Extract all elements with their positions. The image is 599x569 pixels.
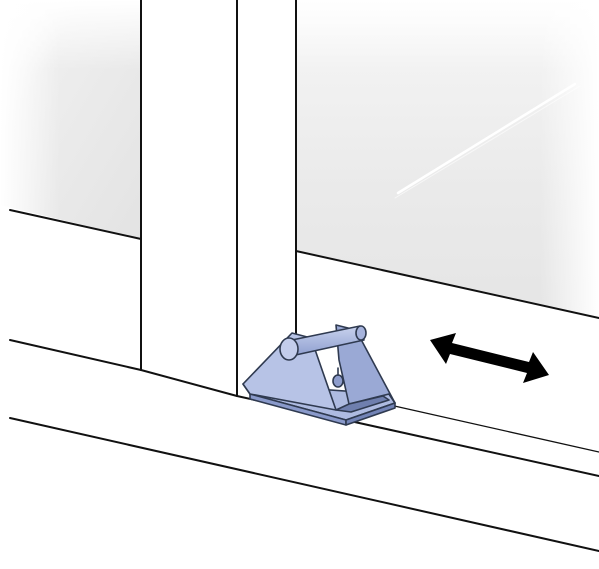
glass-panels [0, 0, 599, 330]
glass-right-fade [540, 0, 599, 330]
bracket-channel [335, 395, 390, 413]
left-pane-bottom-edge [9, 209, 142, 240]
vertical-stile-fill [141, 0, 296, 398]
right-glass-pane [296, 0, 599, 318]
sill-top-edge-left [9, 339, 142, 371]
stile-bottom-edge [140, 369, 238, 397]
bracket-pin-end-left [279, 337, 299, 361]
bracket-base-side [345, 402, 396, 426]
bracket-lower-bolt [332, 374, 344, 388]
glass-glint [396, 82, 577, 195]
door-stop-bracket [242, 324, 396, 426]
right-pane-bottom-edge [295, 250, 599, 319]
glass-top-fade [0, 0, 599, 70]
track-rear-line [389, 404, 599, 453]
door-frame [9, 0, 599, 552]
bracket-pin-end-right [355, 325, 367, 341]
double-headed-arrow-icon [430, 333, 549, 383]
glass-glint-soft [394, 85, 581, 199]
double-headed-arrow-shape [430, 333, 549, 383]
sill-front-edge [9, 417, 599, 552]
glass-left-fade [0, 0, 60, 240]
